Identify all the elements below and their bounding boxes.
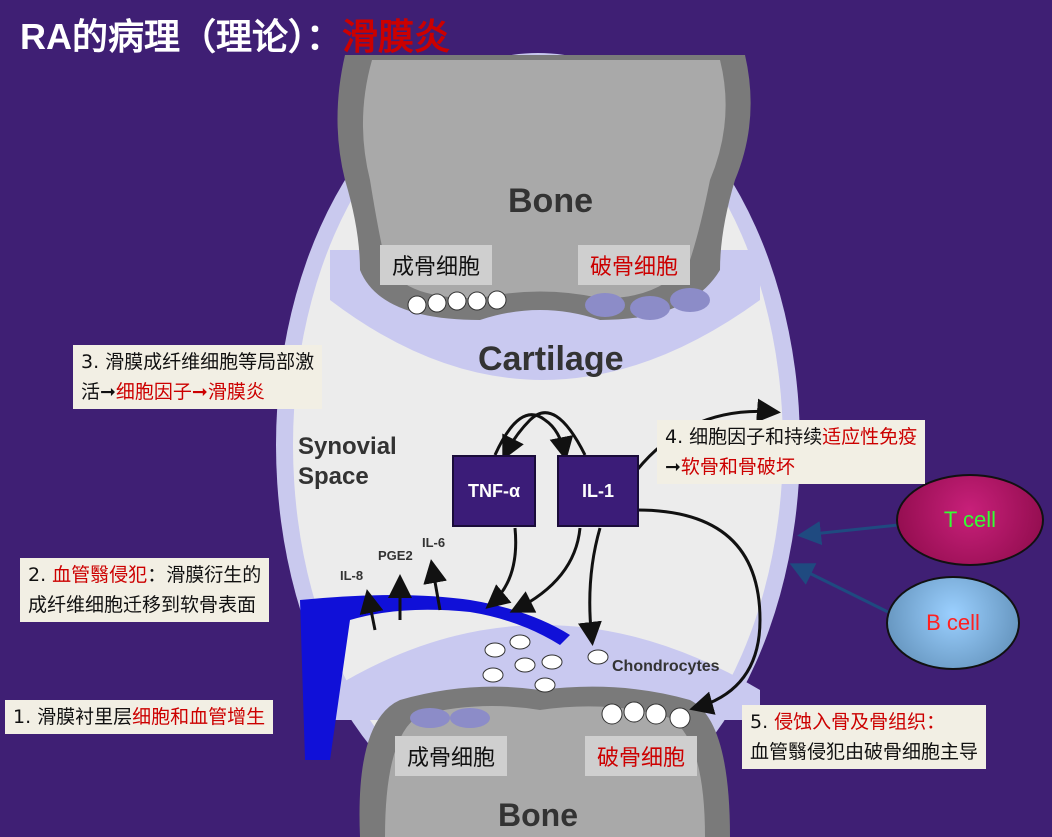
bone-top-label: Bone xyxy=(508,182,593,220)
note-1-highlight: 细胞和血管增生 xyxy=(132,706,266,728)
t-cell: T cell xyxy=(896,474,1044,566)
tnf-alpha-box: TNF-α xyxy=(452,455,536,527)
note-1-prefix: 1. 滑膜衬里层 xyxy=(13,706,133,728)
osteoclast-top-label: 破骨细胞 xyxy=(578,245,691,285)
note-4-line2: 软骨和骨破坏 xyxy=(680,456,795,478)
note-3-line1: 3. 滑膜成纤维细胞等局部激 xyxy=(81,351,315,373)
il6-label: IL-6 xyxy=(422,535,446,550)
il8-label: IL-8 xyxy=(340,568,364,583)
bone-bottom-label: Bone xyxy=(498,797,578,833)
note-5-highlight: 侵蚀入骨及骨组织： xyxy=(774,711,946,733)
note-4: 4. 细胞因子和持续适应性免疫 ➞软骨和骨破坏 xyxy=(657,420,926,484)
page-title: RA的病理（理论）：滑膜炎 xyxy=(20,8,450,60)
note-2-prefix: 2. xyxy=(28,564,53,586)
note-2-highlight: 血管翳侵犯 xyxy=(52,564,148,586)
chondrocytes-label: Chondrocytes xyxy=(612,658,720,675)
t-cell-arrow xyxy=(797,521,899,546)
note-5: 5. 侵蚀入骨及骨组织： 血管翳侵犯由破骨细胞主导 xyxy=(742,705,987,769)
note-3: 3. 滑膜成纤维细胞等局部激 活➞细胞因子➞滑膜炎 xyxy=(73,345,323,409)
title-prefix: RA的病理（理论）： xyxy=(20,16,342,57)
osteoclast-bottom-label: 破骨细胞 xyxy=(585,736,698,776)
note-4-arrow: ➞ xyxy=(665,456,681,478)
note-2: 2. 血管翳侵犯：滑膜衍生的 成纤维细胞迁移到软骨表面 xyxy=(20,558,270,622)
note-4-highlight: 适应性免疫 xyxy=(822,426,918,448)
b-cell: B cell xyxy=(886,576,1020,670)
b-cell-arrow xyxy=(789,563,889,614)
note-4-prefix: 4. 细胞因子和持续 xyxy=(665,426,823,448)
note-2-suffix: ：滑膜衍生的 xyxy=(147,564,262,586)
pannus xyxy=(300,595,570,760)
synovial-space-label: Synovial Space xyxy=(298,433,397,490)
note-5-line2: 血管翳侵犯由破骨细胞主导 xyxy=(750,741,979,763)
title-highlight: 滑膜炎 xyxy=(342,16,451,57)
note-1: 1. 滑膜衬里层细胞和血管增生 xyxy=(5,700,274,734)
pge2-label: PGE2 xyxy=(378,548,413,563)
note-5-prefix: 5. xyxy=(750,711,775,733)
note-3-line2-prefix: 活➞ xyxy=(81,381,116,403)
osteoblast-top-label: 成骨细胞 xyxy=(380,245,493,285)
cartilage-label: Cartilage xyxy=(478,340,624,378)
note-3-highlight: 细胞因子➞滑膜炎 xyxy=(115,381,265,403)
osteoblast-bottom-label: 成骨细胞 xyxy=(395,736,508,776)
il1-box: IL-1 xyxy=(557,455,639,527)
note-2-line2: 成纤维细胞迁移到软骨表面 xyxy=(28,594,257,616)
